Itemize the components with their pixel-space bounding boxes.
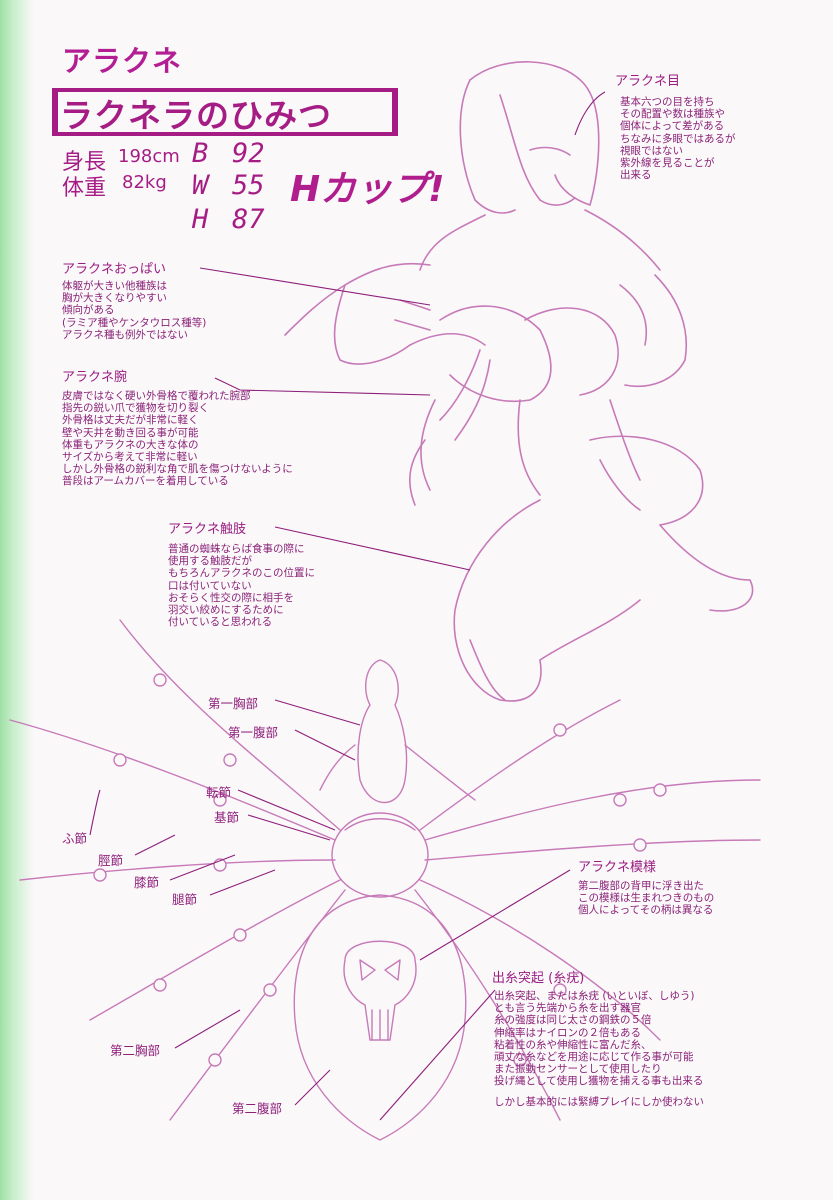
height-value: 198cm bbox=[118, 146, 180, 167]
label-patella: 膝節 bbox=[134, 875, 160, 890]
title-kicker: アラクネ bbox=[62, 44, 183, 78]
label-femur: 腿節 bbox=[172, 892, 198, 907]
eyes-note: 基本六つの目を持ちその配置や数は種族や個体によって差があるちなみに多眼ではあるが… bbox=[620, 96, 736, 182]
label-thorax-2: 第二胸部 bbox=[110, 1043, 161, 1058]
weight-label: 体重 bbox=[62, 176, 107, 201]
label-coxa: 基節 bbox=[214, 810, 240, 825]
waist-value: 55 bbox=[232, 170, 265, 201]
hip-value: 87 bbox=[232, 204, 265, 235]
palps-heading: アラクネ触肢 bbox=[168, 522, 247, 537]
label-thorax-1: 第一胸部 bbox=[208, 696, 259, 711]
label-trochanter: 転節 bbox=[206, 785, 232, 800]
label-tibia: 脛節 bbox=[98, 853, 124, 868]
spinneret-note: 出糸突起、または糸疣 (いといぼ、しゆう)とも言う先端から糸を出す器官糸の強度は… bbox=[494, 990, 704, 1108]
arms-heading: アラクネ腕 bbox=[62, 370, 128, 385]
title-frame bbox=[52, 88, 398, 136]
green-page-edge bbox=[0, 0, 34, 1200]
palps-note: 普通の蜘蛛ならば食事の際に使用する触肢だがもちろんアラクネのこの位置に口は付いて… bbox=[168, 543, 315, 629]
label-abdomen-1: 第一腹部 bbox=[228, 725, 279, 740]
cup-size: Hカップ! bbox=[290, 169, 445, 210]
height-label: 身長 bbox=[62, 150, 107, 175]
page-title: ラクネラのひみつ bbox=[60, 96, 332, 135]
label-tarsus: ふ節 bbox=[62, 831, 88, 846]
weight-value: 82kg bbox=[122, 172, 167, 193]
arms-note: 皮膚ではなく硬い外骨格で覆われた腕部指先の鋭い爪で獲物を切り裂く外骨格は丈夫だが… bbox=[62, 390, 293, 488]
spinneret-heading: 出糸突起 (糸疣) bbox=[492, 971, 585, 986]
waist-label: W bbox=[192, 170, 209, 201]
hip-label: H bbox=[192, 204, 209, 235]
label-abdomen-2: 第二腹部 bbox=[232, 1101, 283, 1116]
eyes-heading: アラクネ目 bbox=[615, 74, 681, 89]
bust-heading: アラクネおっぱい bbox=[62, 262, 167, 277]
bust-label: B bbox=[192, 138, 209, 169]
pattern-note: 第二腹部の背甲に浮き出たこの模様は生まれつきのもの個人によってその柄は異なる bbox=[578, 880, 715, 917]
bust-value: 92 bbox=[232, 138, 265, 169]
bust-note: 体躯が大きい他種族は胸が大きくなりやすい傾向がある(ラミア種やケンタウロス種等)… bbox=[62, 280, 207, 341]
pattern-heading: アラクネ模様 bbox=[578, 860, 657, 875]
